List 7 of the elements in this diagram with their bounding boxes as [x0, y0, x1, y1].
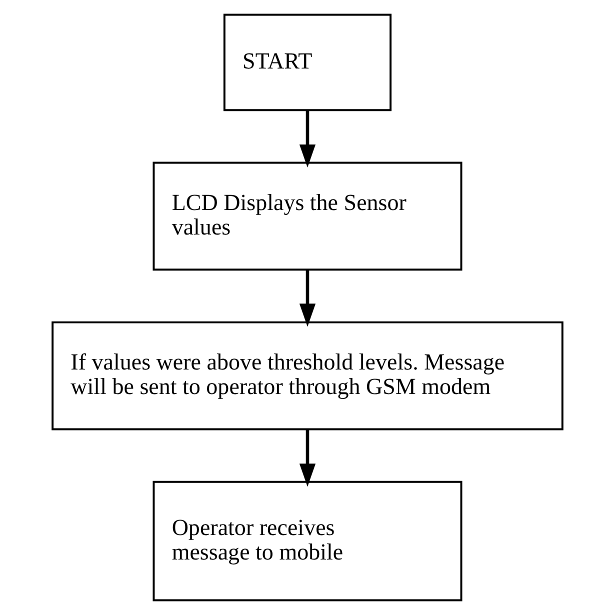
node-box: If values were above threshold levels. Message will be sent to operator through GSM modem [51, 321, 563, 430]
arrow [298, 110, 316, 168]
node-box: START [222, 14, 392, 112]
node-box: LCD Displays the Sensor values [152, 162, 462, 271]
node-box: Operator receives message to mobile [152, 480, 462, 602]
arrow [298, 270, 316, 327]
arrow [298, 430, 316, 487]
